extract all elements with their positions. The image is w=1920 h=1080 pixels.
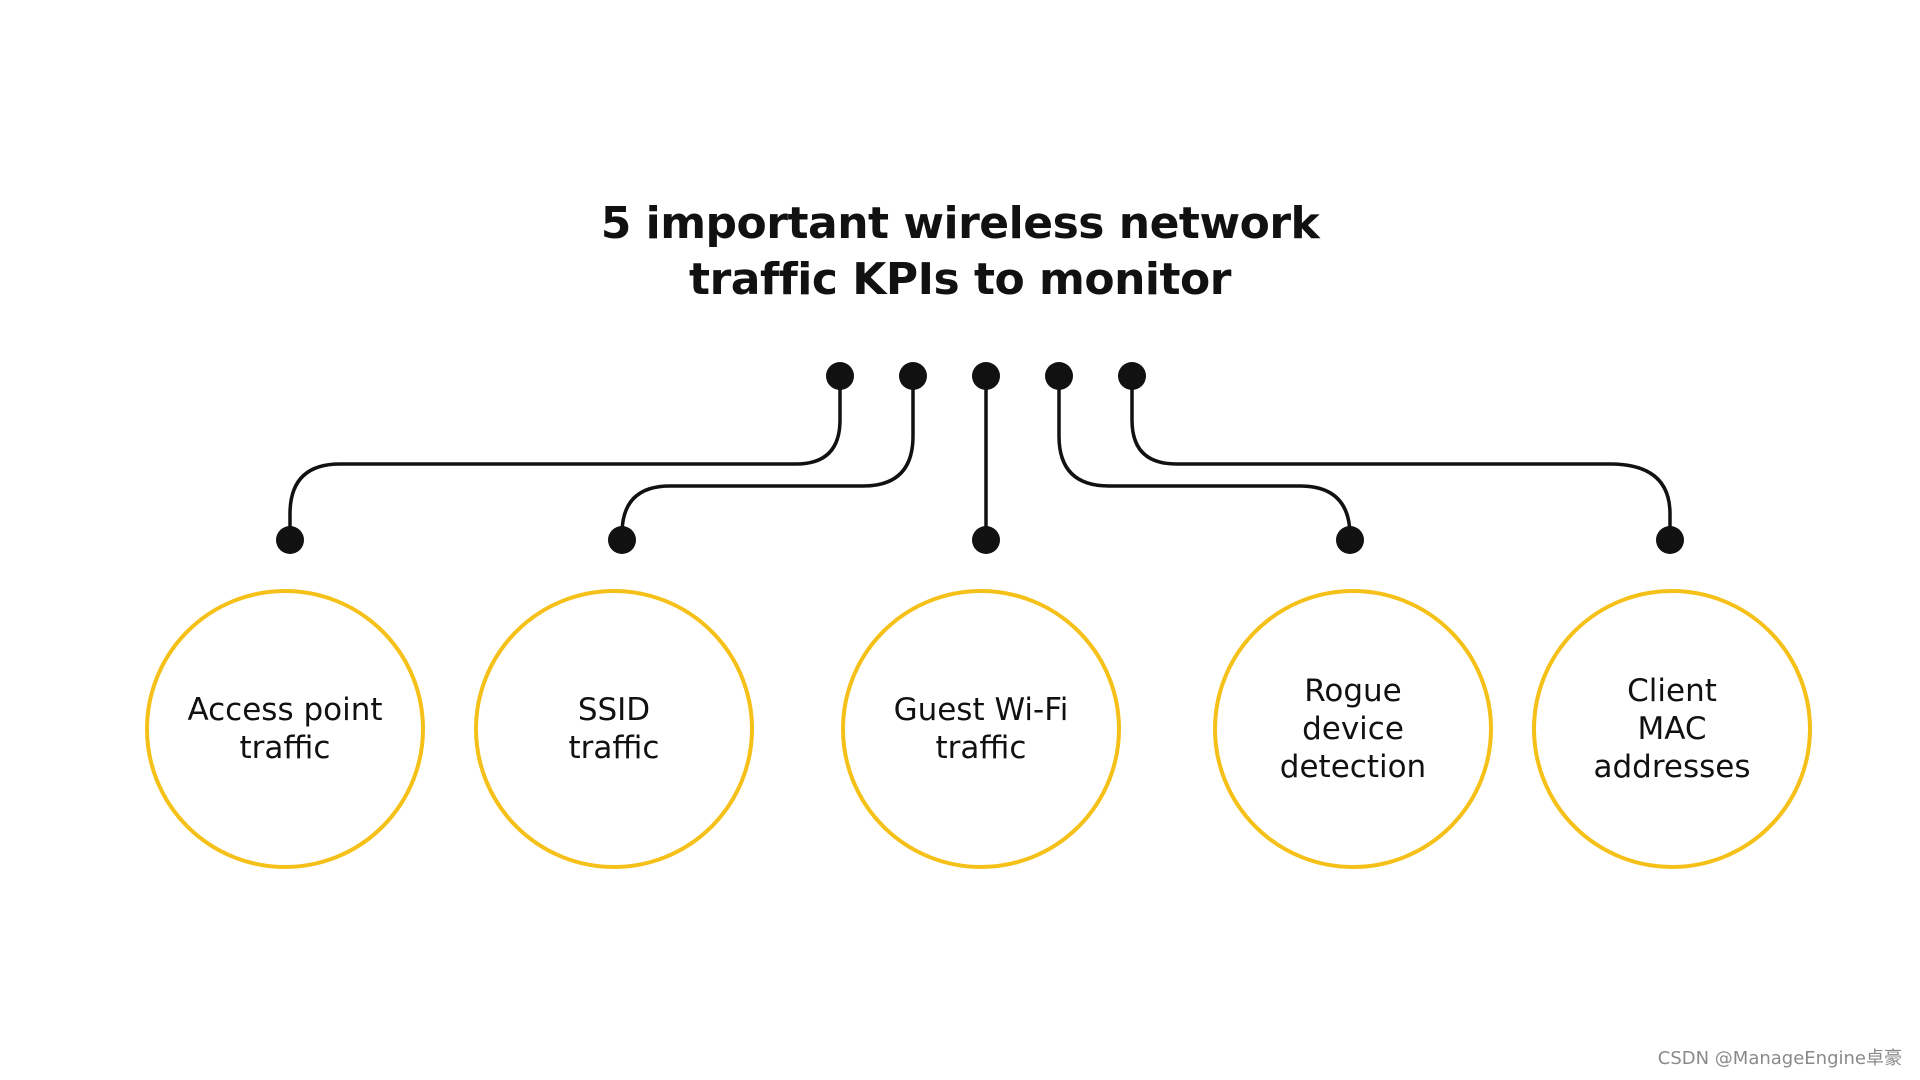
bottom-dot-2 [608, 526, 636, 554]
bottom-dot-5 [1656, 526, 1684, 554]
title-line-1: 5 important wireless network [600, 198, 1320, 249]
kpi-circle-rogue-device-detection: Rogue device detection [1213, 589, 1493, 869]
connector-1 [288, 376, 842, 540]
watermark: CSDN @ManageEngine卓豪 [1657, 1048, 1902, 1069]
top-dot-4 [1045, 362, 1073, 390]
kpi-circle-guest-wifi-traffic: Guest Wi-Fi traffic [841, 589, 1121, 869]
connector-2 [620, 376, 915, 540]
bottom-dot-4 [1336, 526, 1364, 554]
kpi-label: Access point traffic [187, 692, 383, 766]
kpi-label: Guest Wi-Fi traffic [893, 692, 1069, 766]
top-dot-2 [899, 362, 927, 390]
connector-5 [1130, 376, 1672, 540]
top-dot-3 [972, 362, 1000, 390]
connector-4 [1057, 376, 1352, 540]
bottom-dot-3 [972, 526, 1000, 554]
top-dot-1 [826, 362, 854, 390]
kpi-circle-client-mac-addresses: Client MAC addresses [1532, 589, 1812, 869]
kpi-label: Rogue device detection [1279, 673, 1427, 785]
top-dot-5 [1118, 362, 1146, 390]
title-line-2: traffic KPIs to monitor [689, 254, 1231, 305]
kpi-circle-ssid-traffic: SSID traffic [474, 589, 754, 869]
kpi-label: Client MAC addresses [1593, 673, 1751, 785]
diagram-title: 5 important wireless network traffic KPI… [460, 196, 1460, 308]
kpi-label: SSID traffic [568, 692, 660, 766]
kpi-circle-access-point-traffic: Access point traffic [145, 589, 425, 869]
bottom-dot-1 [276, 526, 304, 554]
